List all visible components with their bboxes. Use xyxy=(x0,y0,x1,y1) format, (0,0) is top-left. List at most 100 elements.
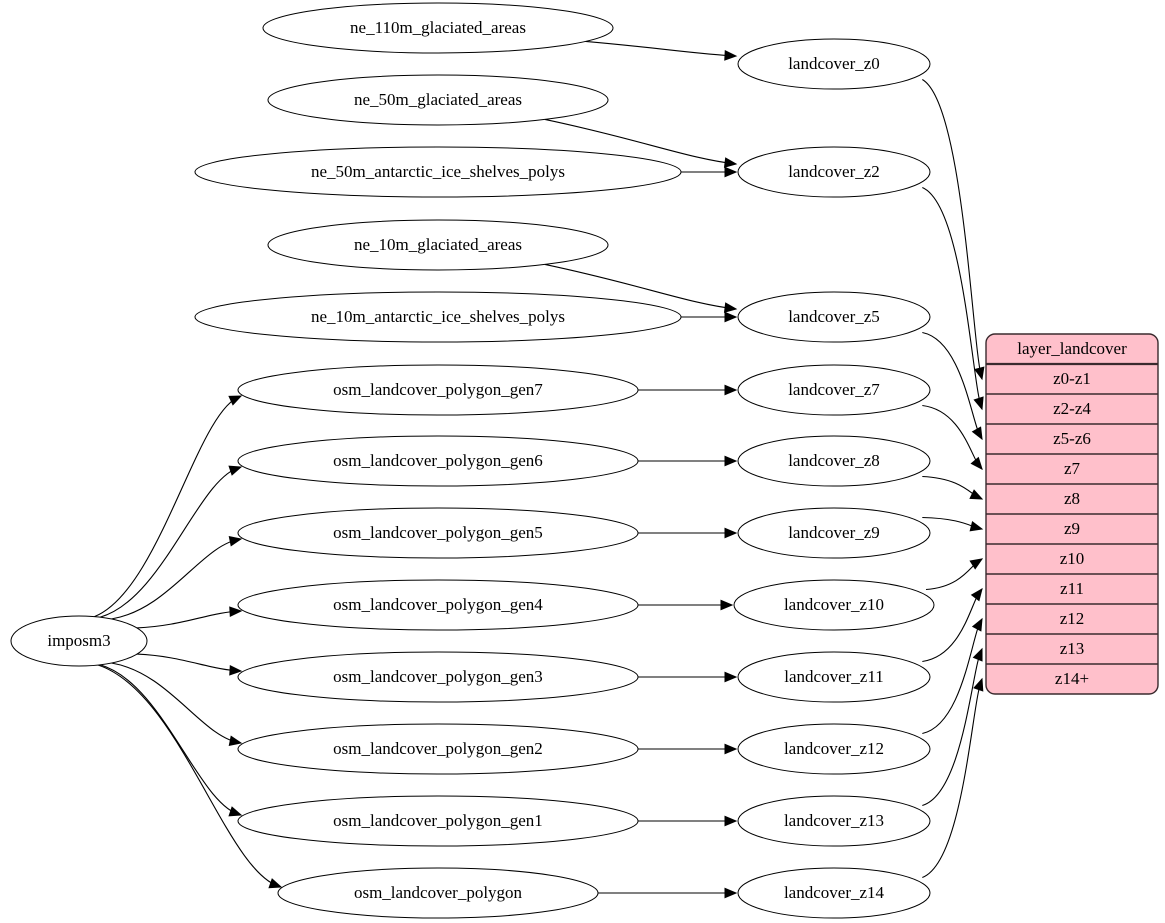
legend-table: layer_landcoverz0-z1z2-z4z5-z6z7z8z9z10z… xyxy=(985,333,1159,695)
edge-arrowhead xyxy=(973,677,984,692)
node-label-ne_50m_antarctic_ice_shelves_polys: ne_50m_antarctic_ice_shelves_polys xyxy=(311,162,565,181)
node-label-osm_landcover_polygon_gen1: osm_landcover_polygon_gen1 xyxy=(333,811,543,830)
node-landcover_z5[interactable]: landcover_z5 xyxy=(737,291,931,343)
node-shape-landcover_z8 xyxy=(737,435,931,487)
node-label-landcover_z12: landcover_z12 xyxy=(784,739,884,758)
node-shape-landcover_z7 xyxy=(737,364,931,416)
node-label-landcover_z8: landcover_z8 xyxy=(788,451,880,470)
node-imposm3[interactable]: imposm3 xyxy=(10,615,148,667)
node-label-ne_10m_antarctic_ice_shelves_polys: ne_10m_antarctic_ice_shelves_polys xyxy=(311,307,565,326)
edge-ne_110m_glaciated_areas-to-landcover_z0 xyxy=(585,40,737,57)
node-osm_landcover_polygon_gen7[interactable]: osm_landcover_polygon_gen7 xyxy=(237,364,639,416)
node-shape-osm_landcover_polygon_gen3 xyxy=(237,651,639,703)
node-shape-ne_50m_antarctic_ice_shelves_polys xyxy=(194,146,682,198)
legend-title: layer_landcover xyxy=(1017,339,1127,358)
node-label-osm_landcover_polygon: osm_landcover_polygon xyxy=(354,883,523,902)
edge-landcover_z2-to-legend_row_1 xyxy=(922,186,983,410)
node-label-landcover_z2: landcover_z2 xyxy=(788,162,880,181)
node-label-landcover_z11: landcover_z11 xyxy=(784,667,883,686)
edge-arrowhead xyxy=(723,157,738,168)
edge-imposm3-to-osm_landcover_polygon_gen4 xyxy=(136,610,242,629)
node-shape-ne_10m_glaciated_areas xyxy=(267,219,609,271)
node-landcover_z8[interactable]: landcover_z8 xyxy=(737,435,931,487)
node-osm_landcover_polygon_gen4[interactable]: osm_landcover_polygon_gen4 xyxy=(237,579,639,631)
edge-imposm3-to-osm_landcover_polygon_gen7 xyxy=(94,395,242,618)
node-shape-osm_landcover_polygon xyxy=(277,867,599,919)
edge-arrowhead xyxy=(971,617,983,632)
node-ne_10m_glaciated_areas[interactable]: ne_10m_glaciated_areas xyxy=(267,219,609,271)
node-shape-osm_landcover_polygon_gen1 xyxy=(237,795,639,847)
node-label-landcover_z10: landcover_z10 xyxy=(784,595,884,614)
edge-arrowhead xyxy=(724,384,738,396)
node-landcover_z2[interactable]: landcover_z2 xyxy=(737,146,931,198)
edge-imposm3-to-osm_landcover_polygon_gen5 xyxy=(111,538,242,620)
node-shape-landcover_z11 xyxy=(737,651,931,703)
edge-arrowhead xyxy=(268,878,283,889)
node-ne_50m_antarctic_ice_shelves_polys[interactable]: ne_50m_antarctic_ice_shelves_polys xyxy=(194,146,682,198)
legend-row-label-z7: z7 xyxy=(1064,459,1081,478)
node-landcover_z10[interactable]: landcover_z10 xyxy=(733,579,935,631)
node-shape-osm_landcover_polygon_gen7 xyxy=(237,364,639,416)
node-osm_landcover_polygon_gen2[interactable]: osm_landcover_polygon_gen2 xyxy=(237,723,639,775)
node-label-landcover_z14: landcover_z14 xyxy=(784,883,885,902)
edges-layer xyxy=(94,40,985,899)
node-shape-landcover_z13 xyxy=(737,795,931,847)
edge-arrowhead xyxy=(724,455,738,467)
node-shape-osm_landcover_polygon_gen4 xyxy=(237,579,639,631)
edge-landcover_z14-to-legend_row_10 xyxy=(922,678,983,879)
node-label-osm_landcover_polygon_gen6: osm_landcover_polygon_gen6 xyxy=(333,451,543,470)
edge-arrowhead xyxy=(229,606,243,618)
node-landcover_z14[interactable]: landcover_z14 xyxy=(737,867,931,919)
node-landcover_z11[interactable]: landcover_z11 xyxy=(737,651,931,703)
node-label-ne_110m_glaciated_areas: ne_110m_glaciated_areas xyxy=(350,18,526,37)
node-shape-landcover_z14 xyxy=(737,867,931,919)
node-osm_landcover_polygon[interactable]: osm_landcover_polygon xyxy=(277,867,599,919)
legend-row-label-z13: z13 xyxy=(1060,639,1085,658)
edge-arrowhead xyxy=(971,426,983,441)
edge-arrowhead xyxy=(228,465,243,476)
edge-arrowhead xyxy=(970,587,983,602)
edge-arrowhead xyxy=(973,396,984,411)
edge-imposm3-to-osm_landcover_polygon_gen3 xyxy=(136,653,242,672)
node-osm_landcover_polygon_gen6[interactable]: osm_landcover_polygon_gen6 xyxy=(237,435,639,487)
node-label-osm_landcover_polygon_gen7: osm_landcover_polygon_gen7 xyxy=(333,380,543,399)
node-landcover_z0[interactable]: landcover_z0 xyxy=(737,38,931,90)
node-shape-imposm3 xyxy=(10,615,148,667)
edge-arrowhead xyxy=(724,166,738,178)
node-label-landcover_z7: landcover_z7 xyxy=(788,380,880,399)
edge-ne_50m_glaciated_areas-to-landcover_z2 xyxy=(544,118,737,165)
node-label-osm_landcover_polygon_gen3: osm_landcover_polygon_gen3 xyxy=(333,667,543,686)
edge-landcover_z12-to-legend_row_8 xyxy=(922,618,983,735)
node-osm_landcover_polygon_gen3[interactable]: osm_landcover_polygon_gen3 xyxy=(237,651,639,703)
node-osm_landcover_polygon_gen1[interactable]: osm_landcover_polygon_gen1 xyxy=(237,795,639,847)
edge-arrowhead xyxy=(724,50,738,61)
legend-row-label-z8: z8 xyxy=(1064,489,1080,508)
node-landcover_z7[interactable]: landcover_z7 xyxy=(737,364,931,416)
nodes-layer: imposm3 ne_110m_glaciated_areas ne_50m_gla… xyxy=(10,2,935,919)
node-label-ne_50m_glaciated_areas: ne_50m_glaciated_areas xyxy=(354,90,522,109)
node-landcover_z12[interactable]: landcover_z12 xyxy=(737,723,931,775)
node-label-ne_10m_glaciated_areas: ne_10m_glaciated_areas xyxy=(354,235,522,254)
edge-arrowhead xyxy=(229,664,243,676)
node-landcover_z13[interactable]: landcover_z13 xyxy=(737,795,931,847)
node-shape-landcover_z12 xyxy=(737,723,931,775)
node-shape-osm_landcover_polygon_gen5 xyxy=(237,507,639,559)
node-shape-osm_landcover_polygon_gen2 xyxy=(237,723,639,775)
edge-imposm3-to-osm_landcover_polygon_gen2 xyxy=(111,662,242,744)
edge-arrowhead xyxy=(724,671,738,683)
edge-imposm3-to-osm_landcover_polygon_gen6 xyxy=(99,466,242,618)
node-ne_110m_glaciated_areas[interactable]: ne_110m_glaciated_areas xyxy=(262,2,614,54)
edge-imposm3-to-osm_landcover_polygon xyxy=(97,664,282,888)
node-ne_10m_antarctic_ice_shelves_polys[interactable]: ne_10m_antarctic_ice_shelves_polys xyxy=(194,291,682,343)
node-landcover_z9[interactable]: landcover_z9 xyxy=(737,507,931,559)
node-shape-ne_110m_glaciated_areas xyxy=(262,2,614,54)
node-ne_50m_glaciated_areas[interactable]: ne_50m_glaciated_areas xyxy=(267,74,609,126)
node-osm_landcover_polygon_gen5[interactable]: osm_landcover_polygon_gen5 xyxy=(237,507,639,559)
edge-arrowhead xyxy=(720,599,734,611)
edge-arrowhead xyxy=(972,647,983,662)
node-label-osm_landcover_polygon_gen4: osm_landcover_polygon_gen4 xyxy=(333,595,543,614)
edge-arrowhead xyxy=(724,743,738,755)
node-label-osm_landcover_polygon_gen2: osm_landcover_polygon_gen2 xyxy=(333,739,543,758)
legend-row-label-z11: z11 xyxy=(1060,579,1084,598)
